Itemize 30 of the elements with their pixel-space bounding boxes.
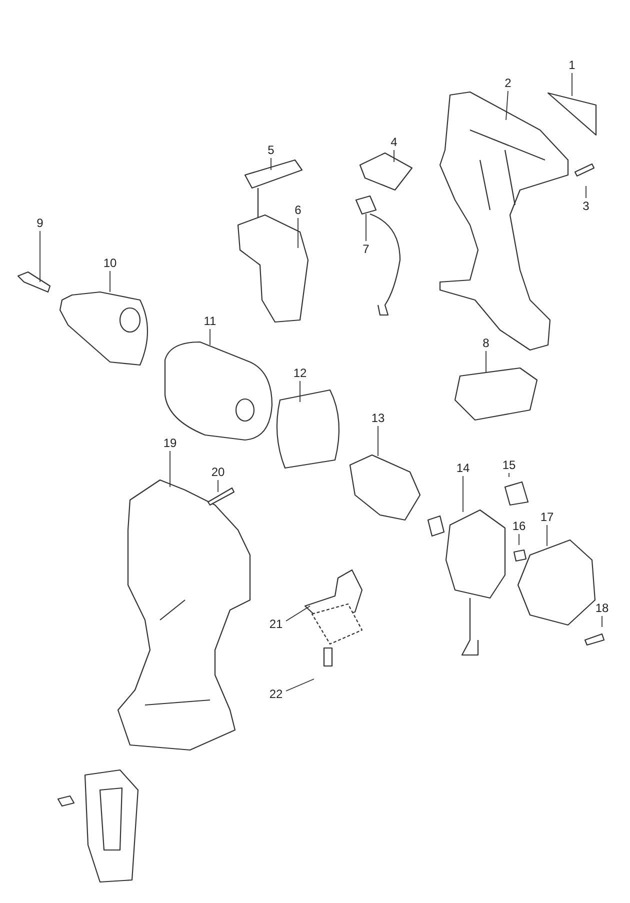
callout-number: 13 <box>369 411 387 425</box>
callout-number: 5 <box>262 143 280 157</box>
leader-line <box>508 472 510 478</box>
callout-number: 19 <box>161 436 179 450</box>
leader-line <box>286 678 314 692</box>
callout-number: 15 <box>500 458 518 472</box>
leader-line <box>546 524 548 546</box>
callout-number: 17 <box>538 510 556 524</box>
callout-number: 16 <box>510 519 528 533</box>
leader-line <box>462 476 464 512</box>
callout-number: 6 <box>289 203 307 217</box>
callout-number: 22 <box>267 687 285 701</box>
leader-line <box>518 534 520 546</box>
callout-number: 1 <box>563 58 581 72</box>
callout-number: 2 <box>499 76 517 90</box>
callout-number: 12 <box>291 366 309 380</box>
callout-number: 21 <box>267 617 285 631</box>
callout-number: 3 <box>577 199 595 213</box>
leader-line <box>270 158 272 170</box>
callout-number: 7 <box>357 242 375 256</box>
callout-number: 11 <box>201 314 219 328</box>
leader-line <box>506 90 508 120</box>
leader-line <box>286 606 310 622</box>
callout-number: 4 <box>385 135 403 149</box>
callout-number: 8 <box>477 336 495 350</box>
callout-number: 18 <box>593 601 611 615</box>
callout-number: 10 <box>101 256 119 270</box>
callout-number: 9 <box>31 216 49 230</box>
callout-number: 20 <box>209 465 227 479</box>
callout-number: 14 <box>454 461 472 475</box>
